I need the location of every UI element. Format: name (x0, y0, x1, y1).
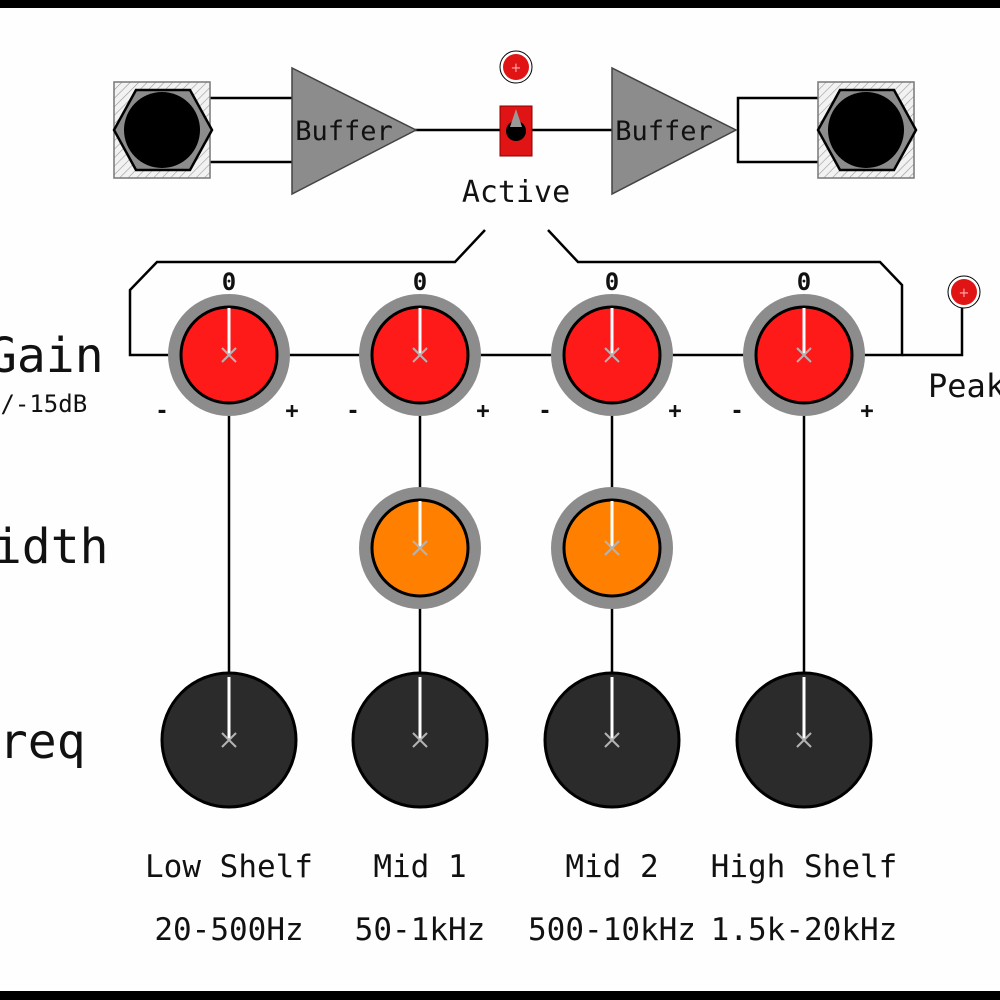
gain-range-label: +/-15dB (0, 390, 87, 418)
band-range-label: 50-1kHz (355, 912, 486, 948)
eq-bands: 0 - + Low Shelf 20-500Hz 0 - + Mid 1 50-1kHz 0 - + Mi… (145, 268, 897, 948)
band-range-label: 20-500Hz (154, 912, 303, 948)
gain-row-label: Gain (0, 328, 104, 384)
gain-minus-label: - (730, 399, 743, 424)
active-led: + (499, 50, 533, 84)
gain-knob[interactable] (743, 294, 865, 416)
output-buffer: Buffer (611, 66, 738, 196)
active-led-symbol: + (511, 61, 522, 76)
output-buffer-label: Buffer (615, 116, 713, 147)
knob-center-mark (604, 732, 620, 748)
gain-plus-label: + (860, 399, 873, 424)
gain-minus-label: - (346, 399, 359, 424)
peak-led-symbol: + (959, 286, 970, 301)
gain-zero-label: 0 (222, 268, 236, 296)
knob-center-mark (412, 540, 428, 556)
peak-label: Peak (928, 367, 1000, 405)
wiring (128, 96, 964, 675)
output-jack[interactable] (816, 81, 918, 179)
band-column: 0 - + High Shelf 1.5k-20kHz (711, 268, 898, 948)
input-jack[interactable] (112, 81, 214, 179)
gain-zero-label: 0 (605, 268, 619, 296)
knob-center-mark (221, 732, 237, 748)
knob-center-mark (412, 732, 428, 748)
peak-led: + (947, 275, 981, 309)
band-column: 0 - + Mid 2 500-10kHz (528, 268, 696, 948)
active-switch-label: Active (462, 175, 570, 210)
active-toggle-switch[interactable] (499, 105, 533, 157)
freq-knob[interactable] (543, 671, 681, 809)
gain-knob[interactable] (168, 294, 290, 416)
band-range-label: 500-10kHz (528, 912, 696, 948)
input-buffer: Buffer (291, 66, 418, 196)
band-column: 0 - + Mid 1 50-1kHz (346, 268, 489, 948)
band-column: 0 - + Low Shelf 20-500Hz (145, 268, 313, 948)
freq-knob[interactable] (735, 671, 873, 809)
knob-center-mark (221, 347, 237, 363)
width-row-label: Width (0, 519, 109, 575)
input-buffer-label: Buffer (295, 116, 393, 147)
gain-minus-label: - (155, 399, 168, 424)
band-name-label: High Shelf (711, 849, 898, 885)
width-knob[interactable] (359, 487, 481, 609)
band-range-label: 1.5k-20kHz (711, 912, 898, 948)
knob-center-mark (604, 347, 620, 363)
gain-plus-label: + (668, 399, 681, 424)
band-name-label: Mid 2 (565, 849, 658, 885)
width-knob[interactable] (551, 487, 673, 609)
freq-row-label: Freq (0, 714, 86, 770)
band-name-label: Mid 1 (373, 849, 466, 885)
knob-center-mark (412, 347, 428, 363)
knob-center-mark (604, 540, 620, 556)
freq-knob[interactable] (351, 671, 489, 809)
gain-knob[interactable] (551, 294, 673, 416)
freq-knob[interactable] (160, 671, 298, 809)
gain-plus-label: + (285, 399, 298, 424)
knob-center-mark (796, 347, 812, 363)
gain-minus-label: - (538, 399, 551, 424)
gain-plus-label: + (476, 399, 489, 424)
gain-knob[interactable] (359, 294, 481, 416)
gain-zero-label: 0 (797, 268, 811, 296)
band-name-label: Low Shelf (145, 849, 313, 885)
gain-zero-label: 0 (413, 268, 427, 296)
knob-center-mark (796, 732, 812, 748)
